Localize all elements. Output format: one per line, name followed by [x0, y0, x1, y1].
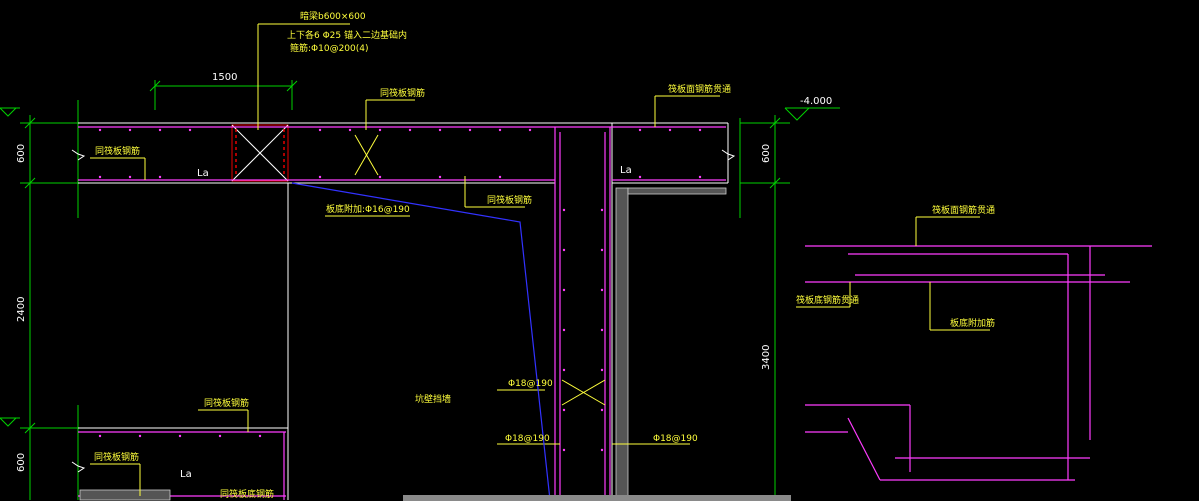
rebar-dots: [98, 128, 702, 452]
label-pit-wall: 坑壁挡墙: [415, 393, 451, 405]
label-same-raft-left: 同筏板钢筋: [95, 145, 140, 157]
label-raft-top-cont: 筏板面钢筋贯通: [668, 83, 731, 95]
pit-wall-hatch: [79, 187, 727, 501]
structure-outline: [71, 122, 736, 500]
leader-lines: [90, 23, 990, 496]
rebar-lines: [78, 126, 1152, 500]
dim-1500: 1500: [212, 72, 237, 83]
label-bar-1: Φ18@190: [508, 379, 553, 389]
dim-600-right: 600: [761, 144, 772, 163]
dim-600-bottom-left: 600: [16, 453, 27, 472]
crossing-line: [291, 182, 551, 501]
la-label-1: La: [197, 168, 209, 179]
elevation-label: -4.000: [800, 96, 832, 107]
label-same-raft-lower-left: 同筏板钢筋: [94, 451, 139, 463]
label-bar-3: Φ18@190: [653, 434, 698, 444]
beam-stirrup: 箍筋:Φ10@200(4): [290, 42, 369, 54]
dim-2400: 2400: [16, 297, 27, 322]
la-label-2: La: [620, 165, 632, 176]
la-label-3: La: [180, 469, 192, 480]
label-raft-bottom-add: 板底附加筋: [950, 317, 995, 329]
dim-600-top-left: 600: [16, 144, 27, 163]
dimension-lines: [0, 80, 840, 500]
label-raft-bottom-cont: 筏板底钢筋贯通: [796, 294, 859, 306]
beam-title: 暗梁b600×600: [300, 10, 366, 22]
label-same-raft-lower: 同筏板钢筋: [204, 397, 249, 409]
horizontal-scrollbar[interactable]: [403, 495, 791, 501]
column-stirrups: [235, 129, 285, 177]
beam-main-bar: 上下各6 Φ25 锚入二边基础内: [287, 29, 407, 41]
label-raft-top-cont-right: 筏板面钢筋贯通: [932, 204, 995, 216]
label-bar-2: Φ18@190: [505, 434, 550, 444]
dim-3400: 3400: [761, 345, 772, 370]
label-same-raft-mid: 同筏板钢筋: [487, 194, 532, 206]
label-slab-bottom-add: 板底附加:Φ16@190: [326, 203, 410, 215]
label-same-raft-bottom: 同筏板底钢筋: [220, 488, 274, 500]
label-same-raft-top: 同筏板钢筋: [380, 87, 425, 99]
